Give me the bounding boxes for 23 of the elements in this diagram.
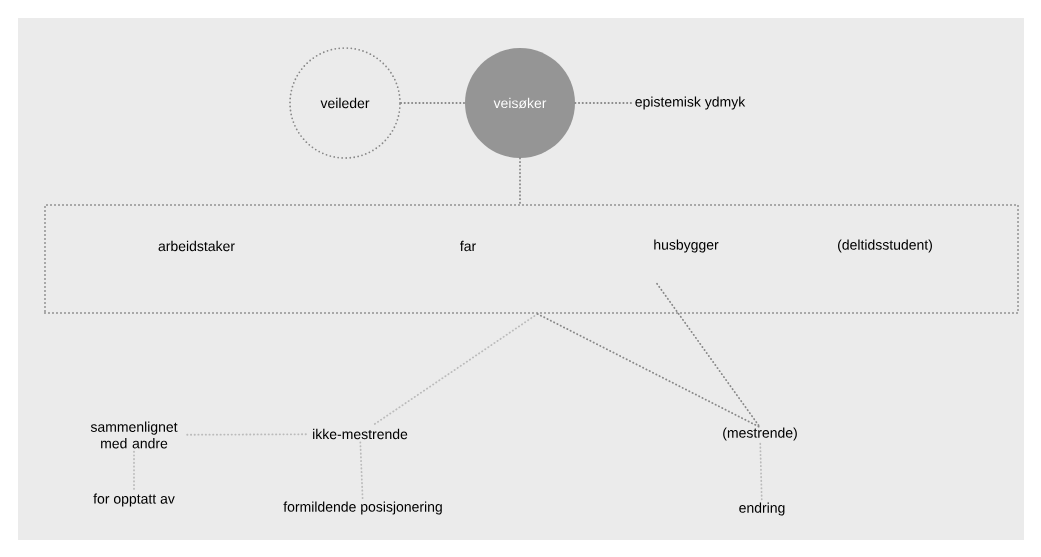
dotted-line [656,282,761,429]
dotted-line [133,450,135,492]
concept-label: far [460,240,476,252]
circle-node: veileder [289,47,401,159]
dotted-line [186,433,310,436]
dotted-line [536,313,761,429]
dotted-line [400,102,466,104]
concept-label: arbeidstaker [158,240,235,252]
concept-label: ikke-mestrende [313,428,408,440]
concept-label: sammenlignet med andre [90,421,178,449]
concept-label: formildende posisjonering [283,501,442,515]
concept-label: husbygger [654,239,719,253]
dotted-line [519,157,521,205]
concept-label: endring [739,502,785,516]
concept-label: epistemisk ydmyk [635,96,746,110]
concept-label: (mestrende) [723,427,797,441]
concept-label: (deltidsstudent) [838,239,932,253]
dotted-line [759,442,763,501]
dotted-line [371,313,539,427]
dotted-box [44,204,1019,314]
concept-label: for opptatt av [93,493,175,507]
dotted-line [574,102,633,104]
dotted-line [359,441,364,500]
